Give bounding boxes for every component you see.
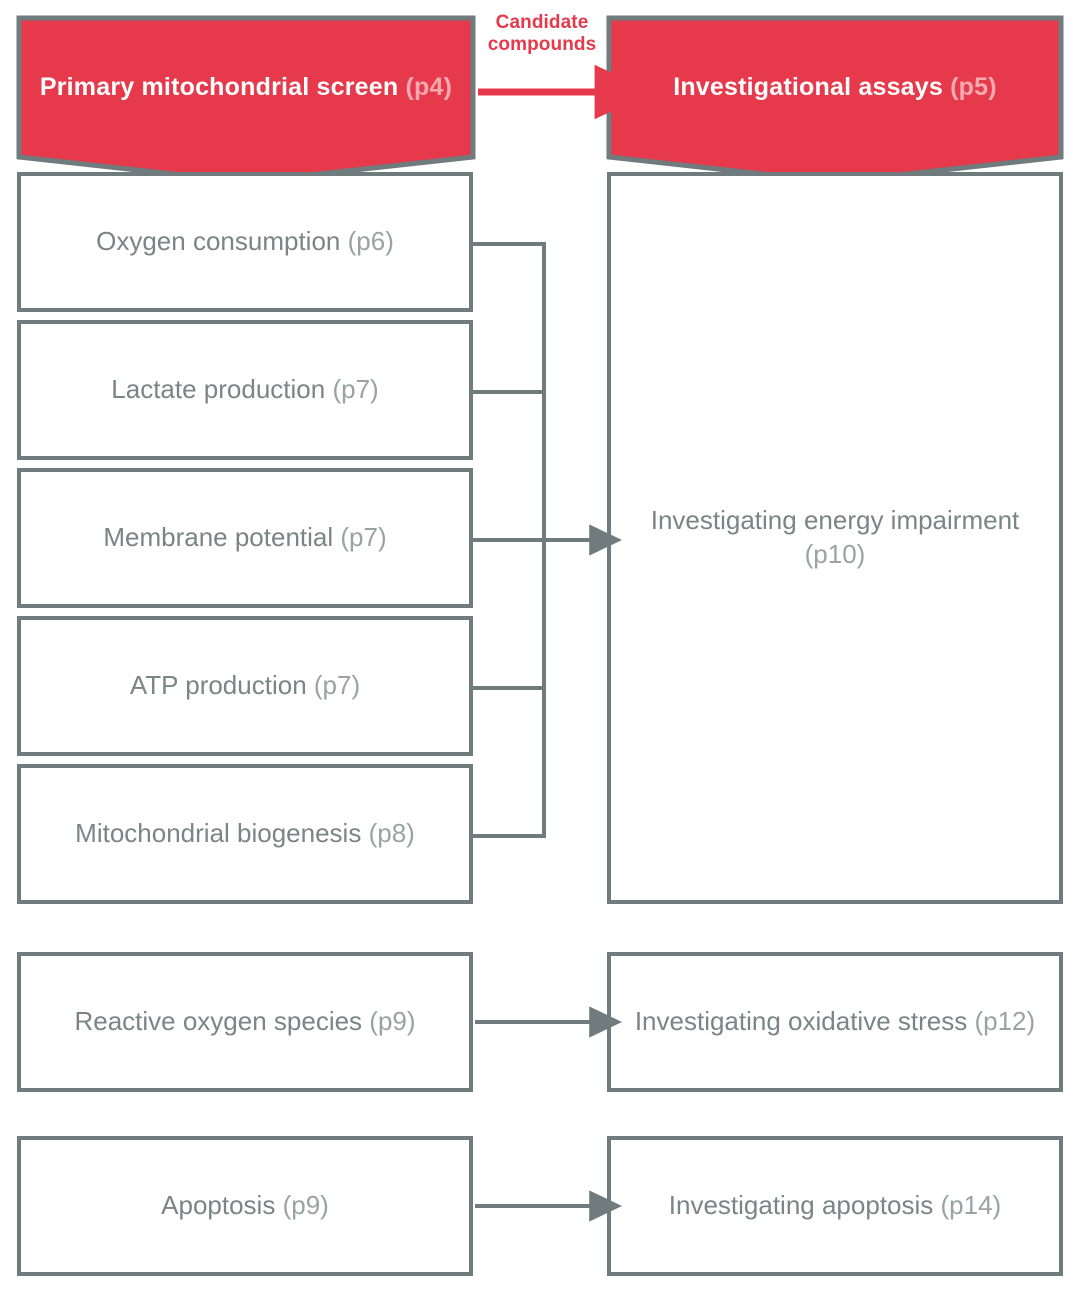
box-page-ref: (p7) bbox=[332, 374, 379, 405]
box-title: Membrane potential bbox=[103, 522, 334, 553]
box-title: Reactive oxygen species bbox=[74, 1006, 363, 1037]
box-page-ref: (p9) bbox=[369, 1006, 416, 1037]
box-page-ref: (p7) bbox=[340, 522, 387, 553]
box-page-ref: (p7) bbox=[313, 670, 361, 701]
right-column-header-banner: Investigational assays (p5) bbox=[606, 15, 1064, 185]
left-box-membrane-potential[interactable]: Membrane potential (p7) bbox=[17, 468, 473, 608]
right-box-investigating-oxidative-stress[interactable]: Investigating oxidative stress (p12) bbox=[607, 952, 1063, 1092]
right-box-investigating-apoptosis-label: Investigating apoptosis (p14) bbox=[655, 1189, 1015, 1223]
left-box-reactive-oxygen-species-label: Reactive oxygen species (p9) bbox=[60, 1005, 429, 1039]
box-title: Investigating apoptosis bbox=[668, 1190, 934, 1221]
left-box-apoptosis[interactable]: Apoptosis (p9) bbox=[17, 1136, 473, 1276]
box-title: Apoptosis bbox=[161, 1190, 276, 1221]
left-box-atp-production[interactable]: ATP production (p7) bbox=[17, 616, 473, 756]
candidate-compounds-line1: Candidate bbox=[495, 12, 589, 33]
box-page-ref: (p14) bbox=[940, 1190, 1002, 1221]
right-header-page-ref: (p5) bbox=[950, 73, 997, 101]
box-title: Oxygen consumption bbox=[96, 226, 341, 257]
left-column-header-banner: Primary mitochondrial screen (p4) bbox=[16, 15, 476, 185]
right-header-text: Investigational assays (p5) bbox=[655, 71, 1015, 103]
box-page-ref: (p12) bbox=[974, 1006, 1036, 1037]
right-box-investigating-energy-impairment[interactable]: Investigating energy impairment (p10) bbox=[607, 172, 1063, 904]
left-box-reactive-oxygen-species[interactable]: Reactive oxygen species (p9) bbox=[17, 952, 473, 1092]
left-header-text: Primary mitochondrial screen (p4) bbox=[22, 71, 470, 103]
left-header-page-ref: (p4) bbox=[405, 73, 453, 101]
left-box-mitochondrial-biogenesis-label: Mitochondrial biogenesis (p8) bbox=[61, 817, 429, 851]
left-box-mitochondrial-biogenesis[interactable]: Mitochondrial biogenesis (p8) bbox=[17, 764, 473, 904]
left-banner-shape bbox=[16, 15, 476, 185]
right-banner-shape bbox=[606, 15, 1064, 185]
box-page-ref: (p9) bbox=[282, 1190, 329, 1221]
box-title: ATP production bbox=[129, 670, 307, 701]
left-box-membrane-potential-label: Membrane potential (p7) bbox=[89, 521, 400, 555]
box-title: Investigating energy impairment bbox=[650, 505, 1020, 536]
left-box-atp-production-label: ATP production (p7) bbox=[116, 669, 374, 703]
box-title: Lactate production bbox=[111, 374, 326, 405]
right-box-investigating-apoptosis[interactable]: Investigating apoptosis (p14) bbox=[607, 1136, 1063, 1276]
box-title: Investigating oxidative stress bbox=[634, 1006, 968, 1037]
box-page-ref: (p10) bbox=[804, 539, 866, 569]
box-title: Mitochondrial biogenesis bbox=[75, 818, 362, 849]
candidate-compounds-line2: compounds bbox=[487, 34, 597, 56]
left-box-oxygen-consumption[interactable]: Oxygen consumption (p6) bbox=[17, 172, 473, 312]
left-box-lactate-production[interactable]: Lactate production (p7) bbox=[17, 320, 473, 460]
left-box-apoptosis-label: Apoptosis (p9) bbox=[147, 1189, 343, 1223]
right-box-investigating-oxidative-stress-label: Investigating oxidative stress (p12) bbox=[621, 1005, 1049, 1039]
left-header-title: Primary mitochondrial screen bbox=[39, 73, 399, 101]
left-box-lactate-production-label: Lactate production (p7) bbox=[97, 373, 392, 407]
box-page-ref: (p6) bbox=[347, 226, 394, 257]
right-header-title: Investigational assays bbox=[673, 73, 943, 101]
right-box-investigating-energy-impairment-label: Investigating energy impairment (p10) bbox=[611, 504, 1059, 572]
box-page-ref: (p8) bbox=[368, 818, 415, 849]
candidate-compounds-label: Candidate compounds bbox=[478, 12, 606, 57]
left-box-oxygen-consumption-label: Oxygen consumption (p6) bbox=[82, 225, 408, 259]
